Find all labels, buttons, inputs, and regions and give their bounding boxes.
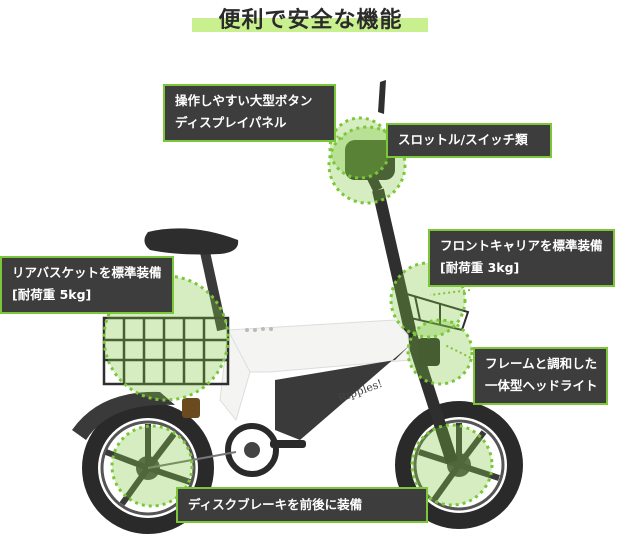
front-fork xyxy=(402,323,458,464)
title-block: 便利で安全な機能 xyxy=(0,0,621,40)
rear-fender xyxy=(72,391,175,440)
callout-frame-light: フレームと調和した 一体型ヘッドライト xyxy=(473,347,608,405)
callout-frame-light-line1: フレームと調和した xyxy=(485,356,598,371)
callout-front-carrier-line1: フロントキャリアを標準装備 xyxy=(440,238,603,253)
callout-display-line2: ディスプレイパネル xyxy=(175,115,287,130)
callout-front-carrier: フロントキャリアを標準装備 [耐荷重 3kg] xyxy=(428,229,615,287)
callout-disc-brake-line1: ディスクブレーキを前後に装備 xyxy=(188,497,363,512)
light-connector xyxy=(444,344,476,361)
callout-display-line1: 操作しやすい大型ボタン xyxy=(175,93,313,108)
callout-rear-basket-line1: リアバスケットを標準装備 xyxy=(12,265,162,280)
front-wheel xyxy=(395,401,523,529)
callout-display: 操作しやすい大型ボタン ディスプレイパネル xyxy=(163,84,336,142)
front-carrier-connector xyxy=(429,289,471,296)
callout-disc-brake: ディスクブレーキを前後に装備 xyxy=(176,487,428,523)
headlight xyxy=(418,338,440,366)
handlebar xyxy=(378,80,386,114)
callout-front-carrier-line2: [耐荷重 3kg] xyxy=(440,260,520,275)
callout-rear-basket-line2: [耐荷重 5kg] xyxy=(12,287,92,302)
callout-rear-basket: リアバスケットを標準装備 [耐荷重 5kg] xyxy=(0,256,174,314)
rear-reflector xyxy=(182,398,200,418)
rear-brake-highlight xyxy=(110,424,194,508)
rear-wheel xyxy=(82,402,214,534)
seat xyxy=(144,228,239,255)
pedal xyxy=(270,440,306,448)
down-tube xyxy=(275,345,410,440)
display-connector xyxy=(299,119,346,141)
handlebar-stem xyxy=(372,188,416,332)
callout-frame-light-line2: 一体型ヘッドライト xyxy=(485,378,598,393)
frame-dots xyxy=(245,327,273,332)
rear-basket xyxy=(102,316,230,386)
chainring xyxy=(225,423,279,477)
display-highlight xyxy=(328,116,392,180)
headlight-highlight xyxy=(406,318,474,386)
title-highlight xyxy=(192,18,428,32)
front-brake-highlight xyxy=(410,423,494,507)
page-title: 便利で安全な機能 xyxy=(218,8,403,33)
callout-throttle: スロットル/スイッチ類 xyxy=(386,123,552,158)
callout-throttle-line1: スロットル/スイッチ類 xyxy=(398,132,528,147)
